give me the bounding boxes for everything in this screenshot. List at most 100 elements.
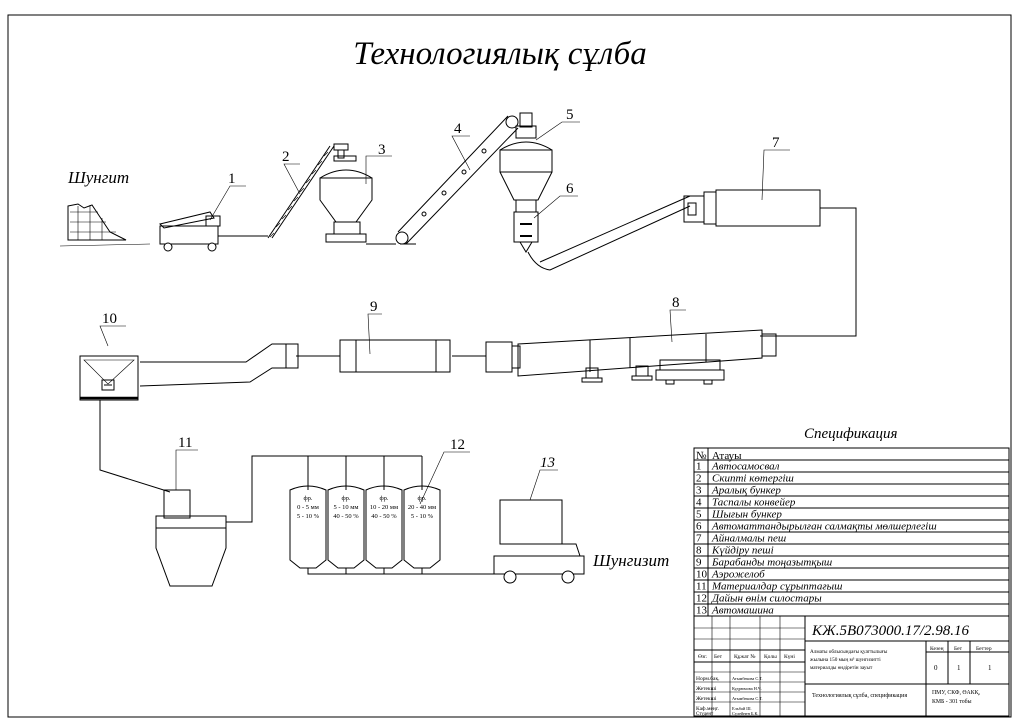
page-header: Бет [954,646,963,652]
silo-4-name: фр. [417,495,426,502]
callout-leaders [99,121,790,505]
weighing-dispenser [513,199,539,253]
col-header-date: Күні [784,654,795,660]
pages-header: Беттер [976,646,992,652]
org-line-2: КМБ - 301 тобы [932,698,972,705]
role-2: Жетекші [696,686,717,692]
col-header-sheet: Бет [714,654,723,660]
project-description-3: материалды өндіретін зауыт [810,665,873,671]
silo-2-pct: 40 - 50 % [333,513,359,520]
stage-value: 0 [934,664,938,672]
spec-row-num: 12 [696,593,707,605]
spec-row-num: 8 [696,545,702,557]
callout-8: 8 [672,295,680,311]
intermediate-bunker [319,143,373,243]
spec-row-name: Аралық бункер [711,485,781,497]
silo-1-range: 0 - 5 мм [297,504,319,511]
skip-hoist [267,145,335,239]
spec-row-num: 7 [696,533,702,545]
role-3-name: Атымбекова С.Т. [732,696,763,701]
callout-3: 3 [378,142,386,158]
role-4: Каф.меңг. [696,705,719,712]
spec-row-num: 10 [696,569,708,581]
spec-row-name: Таспалы конвейер [712,497,796,509]
rotary-kiln [683,189,821,227]
firing-furnace [485,329,777,385]
role-5: Студент [696,712,714,717]
raw-material-label: Шунгит [67,168,129,187]
col-header-change: Өзг. [698,654,708,660]
spec-row-num: 13 [696,605,708,617]
truck [493,499,585,584]
dump-truck [159,211,221,252]
spec-row-name: Скипті көтергіш [712,473,794,485]
spec-row-num: 9 [696,557,702,569]
callout-10: 10 [102,311,117,327]
spec-row-name: Аэрожелоб [711,569,765,581]
org-line-1: ПМУ, СКФ, ӨАКҚ, [932,690,980,696]
silo-2-name: фр. [341,495,350,502]
callout-13: 13 [540,455,555,471]
pages-value: 1 [988,664,992,672]
role-1: Норм.бақ. [696,675,720,682]
flow-line [226,455,422,523]
scheme-title: Технологиялық сұлба [353,36,647,72]
silo-3-pct: 40 - 50 % [371,513,397,520]
callout-11: 11 [178,435,192,451]
callout-4: 4 [454,121,462,137]
callout-2: 2 [282,149,290,165]
col-header-doc: Құжат № [734,654,756,660]
spec-header-num: № [696,450,707,462]
project-description-1: Алматы облысындағы қуаттылығы [810,648,888,655]
drawing-frame [7,14,1012,718]
air-trough [79,343,287,401]
feed-chute [527,205,691,271]
flow-line [99,400,171,493]
spec-row-name: Автосамосвал [711,461,780,473]
callout-numbers: 1 2 3 4 5 6 7 8 9 10 11 12 13 [102,107,780,471]
belt-conveyor [395,115,519,245]
spec-row-name: Автоматтандырылған салмақты мөлшерлегіш [711,521,937,533]
silo-4-pct: 5 - 10 % [411,513,434,520]
spec-row-name: Шығын бункер [711,509,782,521]
silo-3-range: 10 - 20 мм [370,504,398,511]
spec-row-name: Айналмалы пеш [711,533,786,545]
spec-row-num: 2 [696,473,702,485]
shungite-pile [59,203,151,247]
callout-1: 1 [228,171,236,187]
page-value: 1 [957,664,961,672]
role-1-name: Атымбекова С.Т. [732,676,763,681]
spec-row-num: 6 [696,521,702,533]
role-2-name: Кудрюмова Н.Ч. [732,686,762,691]
sheet-title: Технологиялық сұлба, спецификация [812,692,907,699]
title-block: КЖ.5В073000.17/2.98.16 Өзг. Бет Құжат № … [693,615,1010,717]
spec-row-name: Автомашина [711,605,774,617]
material-sorter [155,489,227,587]
spec-row-name: Материалдар сұрыптағыш [711,581,842,593]
col-header-sign: Қолы [764,654,777,660]
silo-4-range: 20 - 40 мм [408,504,436,511]
role-5-name: Сүлейнен Б.К. [732,711,758,716]
spec-row-num: 5 [696,509,702,521]
callout-12: 12 [450,437,465,453]
project-description-2: жылына 150 мың м³ шунгизитті [809,657,881,663]
flow-line [760,207,857,337]
spec-row-name: Дайын өнім силостары [711,593,822,605]
spec-row-num: 4 [696,497,702,509]
stage-header: Кезең [930,646,944,652]
spec-row-name: Күйдіру пеші [711,545,774,557]
spec-header-name: Атауы [712,450,742,462]
silo-1-name: фр. [303,495,312,502]
callout-6: 6 [566,181,574,197]
callout-7: 7 [772,135,780,151]
silo-3-name: фр. [379,495,388,502]
drum-cooler [285,339,451,373]
drawing-code: КЖ.5В073000.17/2.98.16 [811,623,970,639]
spec-title: Спецификация [804,426,897,442]
silo-2-range: 5 - 10 мм [333,504,358,511]
callout-5: 5 [566,107,574,123]
spec-row-num: 3 [696,485,702,497]
spec-row-num: 1 [696,461,702,473]
role-4-name: Ельбай Ш. [732,706,752,711]
